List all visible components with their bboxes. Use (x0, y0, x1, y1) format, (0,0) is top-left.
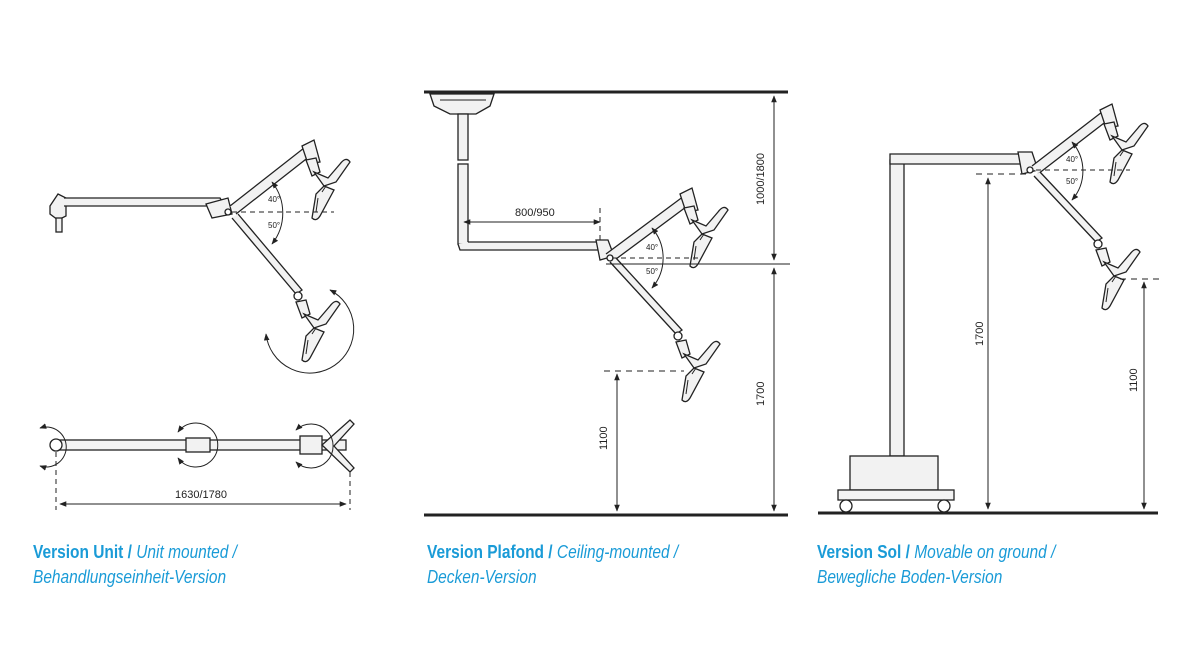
caption-unit-title: Version Unit / (33, 542, 132, 562)
ceiling-drop-label: 1000/1800 (755, 153, 767, 205)
floor-mounted-elevation (818, 103, 1158, 515)
caption-unit-de: Behandlungseinheit-Version (33, 567, 227, 587)
unit-angle-down: 50° (268, 221, 280, 230)
caption-ceiling-de: Decken-Version (427, 567, 537, 587)
floor-angle-down: 50° (1066, 177, 1078, 186)
ceiling-mounted-elevation (424, 90, 788, 517)
ceiling-angle-up: 40° (646, 243, 658, 252)
ceiling-angle-down: 50° (646, 267, 658, 276)
ceiling-dimension-lines (463, 95, 790, 512)
caption-floor-title: Version Sol / (817, 542, 910, 562)
caption-floor-de: Bewegliche Boden-Version (817, 567, 1003, 587)
caption-floor-en: Movable on ground / (914, 542, 1056, 562)
unit-angle-guides (232, 181, 355, 374)
unit-length-label: 1630/1780 (175, 489, 227, 501)
floor-dimension-lines (976, 141, 1164, 510)
unit-mounted-plan (39, 419, 355, 510)
ceiling-upper-lamp (683, 205, 729, 269)
caption-floor: Version Sol / Movable on ground / Bewegl… (817, 540, 1055, 590)
caption-ceiling: Version Plafond / Ceiling-mounted / Deck… (427, 540, 678, 590)
caption-unit-en: Unit mounted / (136, 542, 237, 562)
ceiling-height-label: 1700 (755, 382, 767, 406)
ceiling-lamp-height-label: 1100 (598, 426, 610, 450)
floor-angle-up: 40° (1066, 155, 1078, 164)
floor-upper-lamp (1103, 121, 1149, 185)
unit-mounted-elevation (49, 139, 321, 301)
unit-lower-lamp (295, 299, 341, 363)
caption-ceiling-title: Version Plafond / (427, 542, 553, 562)
floor-height-label: 1700 (974, 322, 986, 346)
caption-ceiling-en: Ceiling-mounted / (556, 542, 679, 562)
floor-lamp-height-label: 1100 (1128, 368, 1140, 392)
caption-unit: Version Unit / Unit mounted / Behandlung… (33, 540, 237, 590)
ceiling-arm-label: 800/950 (515, 207, 555, 219)
unit-upper-lamp (305, 157, 351, 221)
unit-angle-up: 40° (268, 195, 280, 204)
